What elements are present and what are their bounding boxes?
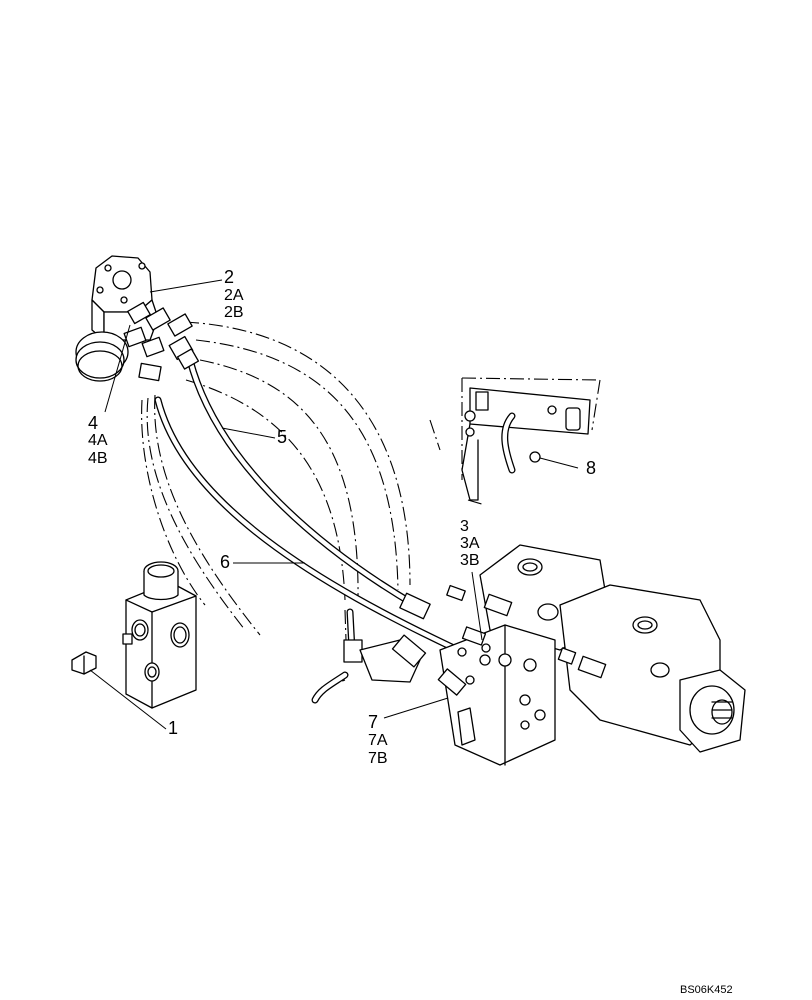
callout-2: 2 — [224, 267, 235, 287]
callout-7: 7 — [368, 712, 379, 732]
mounting-bracket — [429, 377, 601, 506]
callout-7a: 7A — [368, 732, 388, 749]
callout-8: 8 — [586, 458, 597, 478]
hose-5 — [186, 356, 419, 609]
leader-lines — [89, 279, 579, 730]
callout-5: 5 — [277, 427, 288, 447]
callout-3b: 3B — [460, 552, 480, 569]
callout-4a: 4A — [88, 432, 108, 449]
priority-valve — [71, 561, 197, 709]
drawing-code: BS06K452 — [680, 984, 733, 996]
callout-6: 6 — [220, 552, 231, 572]
steering-unit — [75, 255, 200, 382]
callout-1: 1 — [168, 718, 179, 738]
tee-fitting — [343, 592, 467, 696]
callout-2a: 2A — [224, 287, 244, 304]
callout-3: 3 — [460, 518, 469, 535]
callout-4b: 4B — [88, 450, 108, 467]
callout-4: 4 — [88, 413, 99, 433]
hose-6 — [154, 396, 462, 654]
hydraulic-pump — [439, 544, 746, 766]
callout-3a: 3A — [460, 535, 480, 552]
callout-2b: 2B — [224, 304, 244, 321]
callout-7b: 7B — [368, 750, 388, 767]
